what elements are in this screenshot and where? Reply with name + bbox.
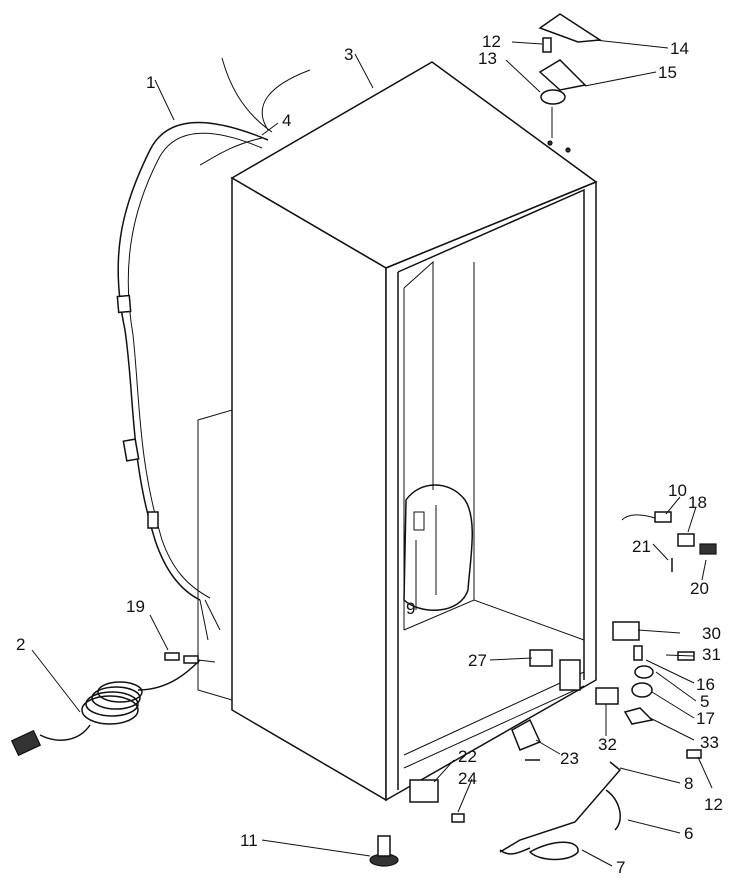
callout-5: 5 — [700, 692, 709, 711]
callout-21: 21 — [632, 537, 651, 556]
callout-3: 3 — [344, 45, 353, 64]
callout-12-top: 12 — [482, 32, 501, 51]
callout-22: 22 — [458, 747, 477, 766]
callout-7: 7 — [616, 858, 625, 877]
callout-32: 32 — [598, 735, 617, 754]
power-cord — [10, 659, 201, 757]
callout-19: 19 — [126, 597, 145, 616]
top-hinge-assembly — [538, 13, 603, 153]
callout-31: 31 — [702, 645, 721, 664]
callout-18: 18 — [688, 493, 707, 512]
wire-connectors — [164, 652, 216, 664]
callout-12-bottom: 12 — [704, 795, 723, 814]
callout-10: 10 — [668, 481, 687, 500]
wiring-harness — [116, 57, 311, 641]
right-side-parts — [559, 511, 717, 759]
cabinet-body — [197, 61, 598, 802]
callout-6: 6 — [684, 824, 693, 843]
callout-8: 8 — [684, 774, 693, 793]
callout-9: 9 — [406, 599, 415, 618]
callout-20: 20 — [690, 579, 709, 598]
bottom-parts — [369, 649, 622, 867]
callout-30: 30 — [702, 624, 721, 643]
callout-1: 1 — [146, 73, 155, 92]
callout-14: 14 — [670, 39, 689, 58]
callout-4: 4 — [282, 111, 291, 130]
callout-33: 33 — [700, 733, 719, 752]
callout-27: 27 — [468, 651, 487, 670]
callout-labels: 1 2 3 4 5 6 7 8 9 10 11 12 12 13 14 15 1… — [16, 32, 723, 877]
callout-2: 2 — [16, 635, 25, 654]
callout-15: 15 — [658, 63, 677, 82]
callout-13: 13 — [478, 49, 497, 68]
callout-24: 24 — [458, 769, 477, 788]
callout-16: 16 — [696, 675, 715, 694]
callout-23: 23 — [560, 749, 579, 768]
evaporator-cover — [403, 484, 473, 611]
callout-17: 17 — [696, 709, 715, 728]
leader-lines — [31, 39, 713, 867]
callout-11: 11 — [240, 831, 258, 850]
